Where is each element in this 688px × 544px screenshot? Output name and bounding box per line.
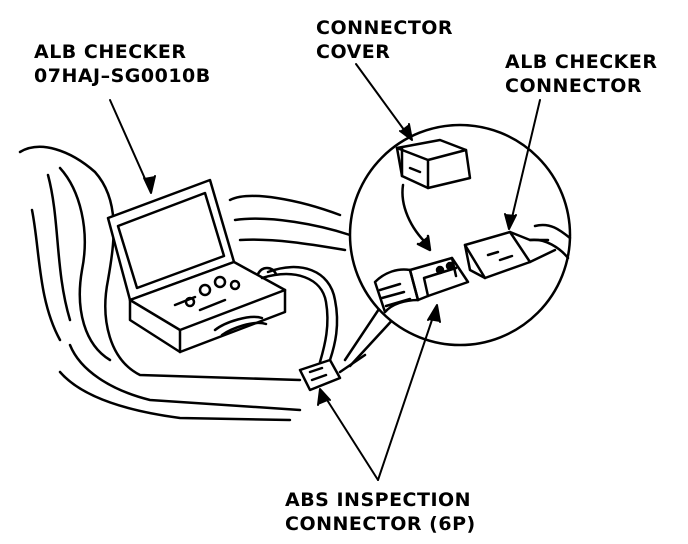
abs-inspection-connector-label-line2: CONNECTOR (6P): [285, 513, 476, 535]
abs-inspection-connector-magnified: [373, 256, 470, 314]
abs-inspection-connector-label-line1: ABS INSPECTION: [285, 489, 472, 511]
abs-inspection-connector-label: ABS INSPECTION CONNECTOR (6P): [285, 488, 476, 536]
leader-arrows: [109, 63, 541, 481]
alb-checker-box: [106, 178, 287, 354]
connector-cover-label-line2: COVER: [316, 41, 391, 63]
alb-checker-connector-label-line1: ALB CHECKER: [505, 51, 658, 73]
alb-checker-label-line2: 07HAJ–SG0010B: [34, 65, 211, 87]
alb-checker-connector-part: [463, 223, 572, 280]
abs-connector-small: [298, 353, 367, 392]
connector-cover-label-line1: CONNECTOR: [316, 17, 454, 39]
cover-to-connector-arrow: [401, 183, 432, 252]
alb-checker-label-line1: ALB CHECKER: [34, 41, 187, 63]
alb-checker-label: ALB CHECKER 07HAJ–SG0010B: [34, 40, 211, 88]
connector-cover-part: [395, 138, 472, 190]
alb-checker-connector-label: ALB CHECKER CONNECTOR: [505, 50, 658, 98]
alb-checker-connector-label-line2: CONNECTOR: [505, 75, 643, 97]
magnified-view-circle: [348, 123, 572, 347]
checker-cable: [260, 265, 339, 364]
connector-cover-label: CONNECTOR COVER: [316, 16, 453, 64]
